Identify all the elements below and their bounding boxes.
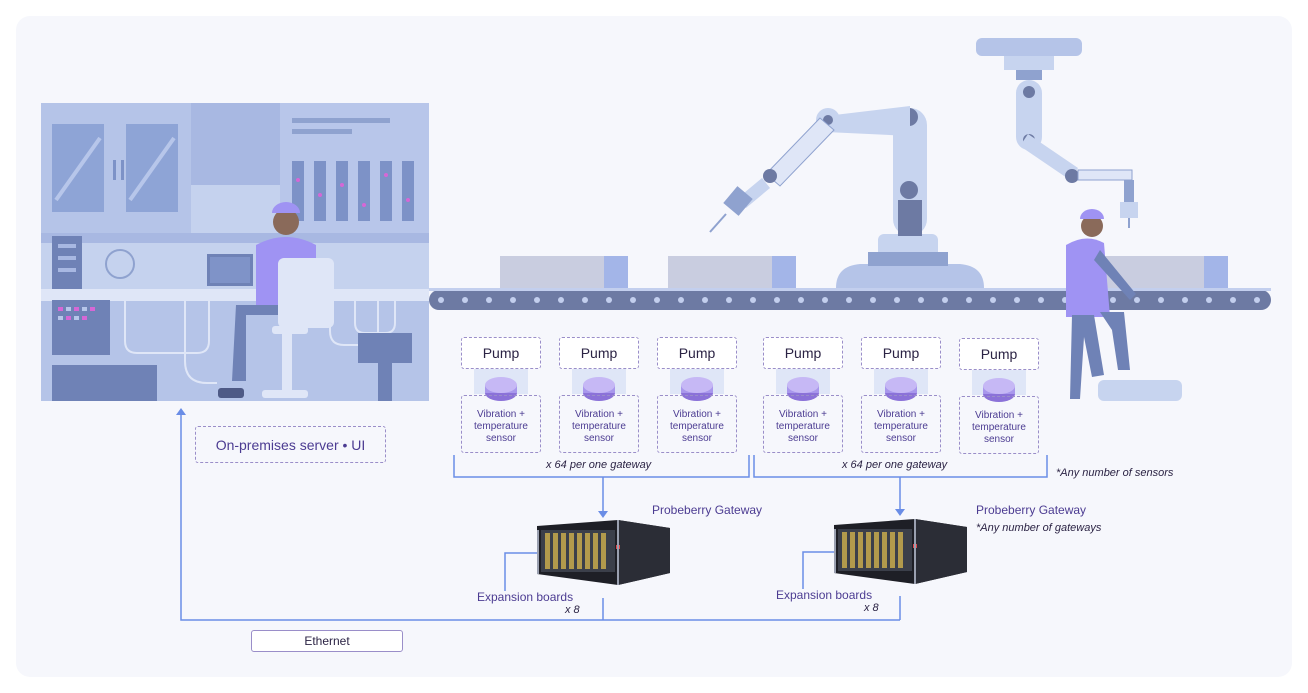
sensor-connectors <box>474 369 1026 395</box>
ceiling-robot-illustration <box>976 38 1138 228</box>
expansion-count: x 8 <box>864 602 879 614</box>
any-gateways-note: *Any number of gateways <box>976 522 1102 534</box>
pump-box: Pump <box>763 337 843 369</box>
standing-worker-illustration <box>1066 209 1182 401</box>
arrow-heads <box>176 408 905 518</box>
gateway-device-1 <box>537 520 670 585</box>
sensor-count-note: x 64 per one gateway <box>546 459 652 471</box>
pump-box: Pump <box>959 338 1039 370</box>
control-room-illustration <box>41 103 429 401</box>
sensor-count-note: x 64 per one gateway <box>842 459 948 471</box>
pump-box: Pump <box>861 337 941 369</box>
expansion-count: x 8 <box>565 604 580 616</box>
pump-box: Pump <box>559 337 639 369</box>
sensor-disks <box>485 377 1015 402</box>
pump-box: Pump <box>657 337 737 369</box>
any-sensors-note: *Any number of sensors <box>1056 467 1174 479</box>
sensor-label-box: Vibration + temperature sensor <box>461 395 541 453</box>
sensor-label-box: Vibration + temperature sensor <box>657 395 737 453</box>
connection-lines <box>180 414 1048 621</box>
sensor-label-box: Vibration + temperature sensor <box>559 395 639 453</box>
expansion-boards-label: Expansion boards <box>776 588 873 602</box>
ethernet-label: Ethernet <box>251 630 403 652</box>
sensor-label-box: Vibration + temperature sensor <box>861 395 941 453</box>
pump-box: Pump <box>461 337 541 369</box>
server-label: On-premises server • UI <box>195 426 386 463</box>
expansion-boards-label: Expansion boards <box>477 590 574 604</box>
sensor-label-box: Vibration + temperature sensor <box>763 395 843 453</box>
robot-arm-illustration <box>709 106 984 288</box>
gateway-device-2 <box>834 519 967 584</box>
sensor-label-box: Vibration + temperature sensor <box>959 396 1039 454</box>
gateway-label: Probeberry Gateway <box>652 503 763 517</box>
gateway-label: Probeberry Gateway <box>976 503 1087 517</box>
